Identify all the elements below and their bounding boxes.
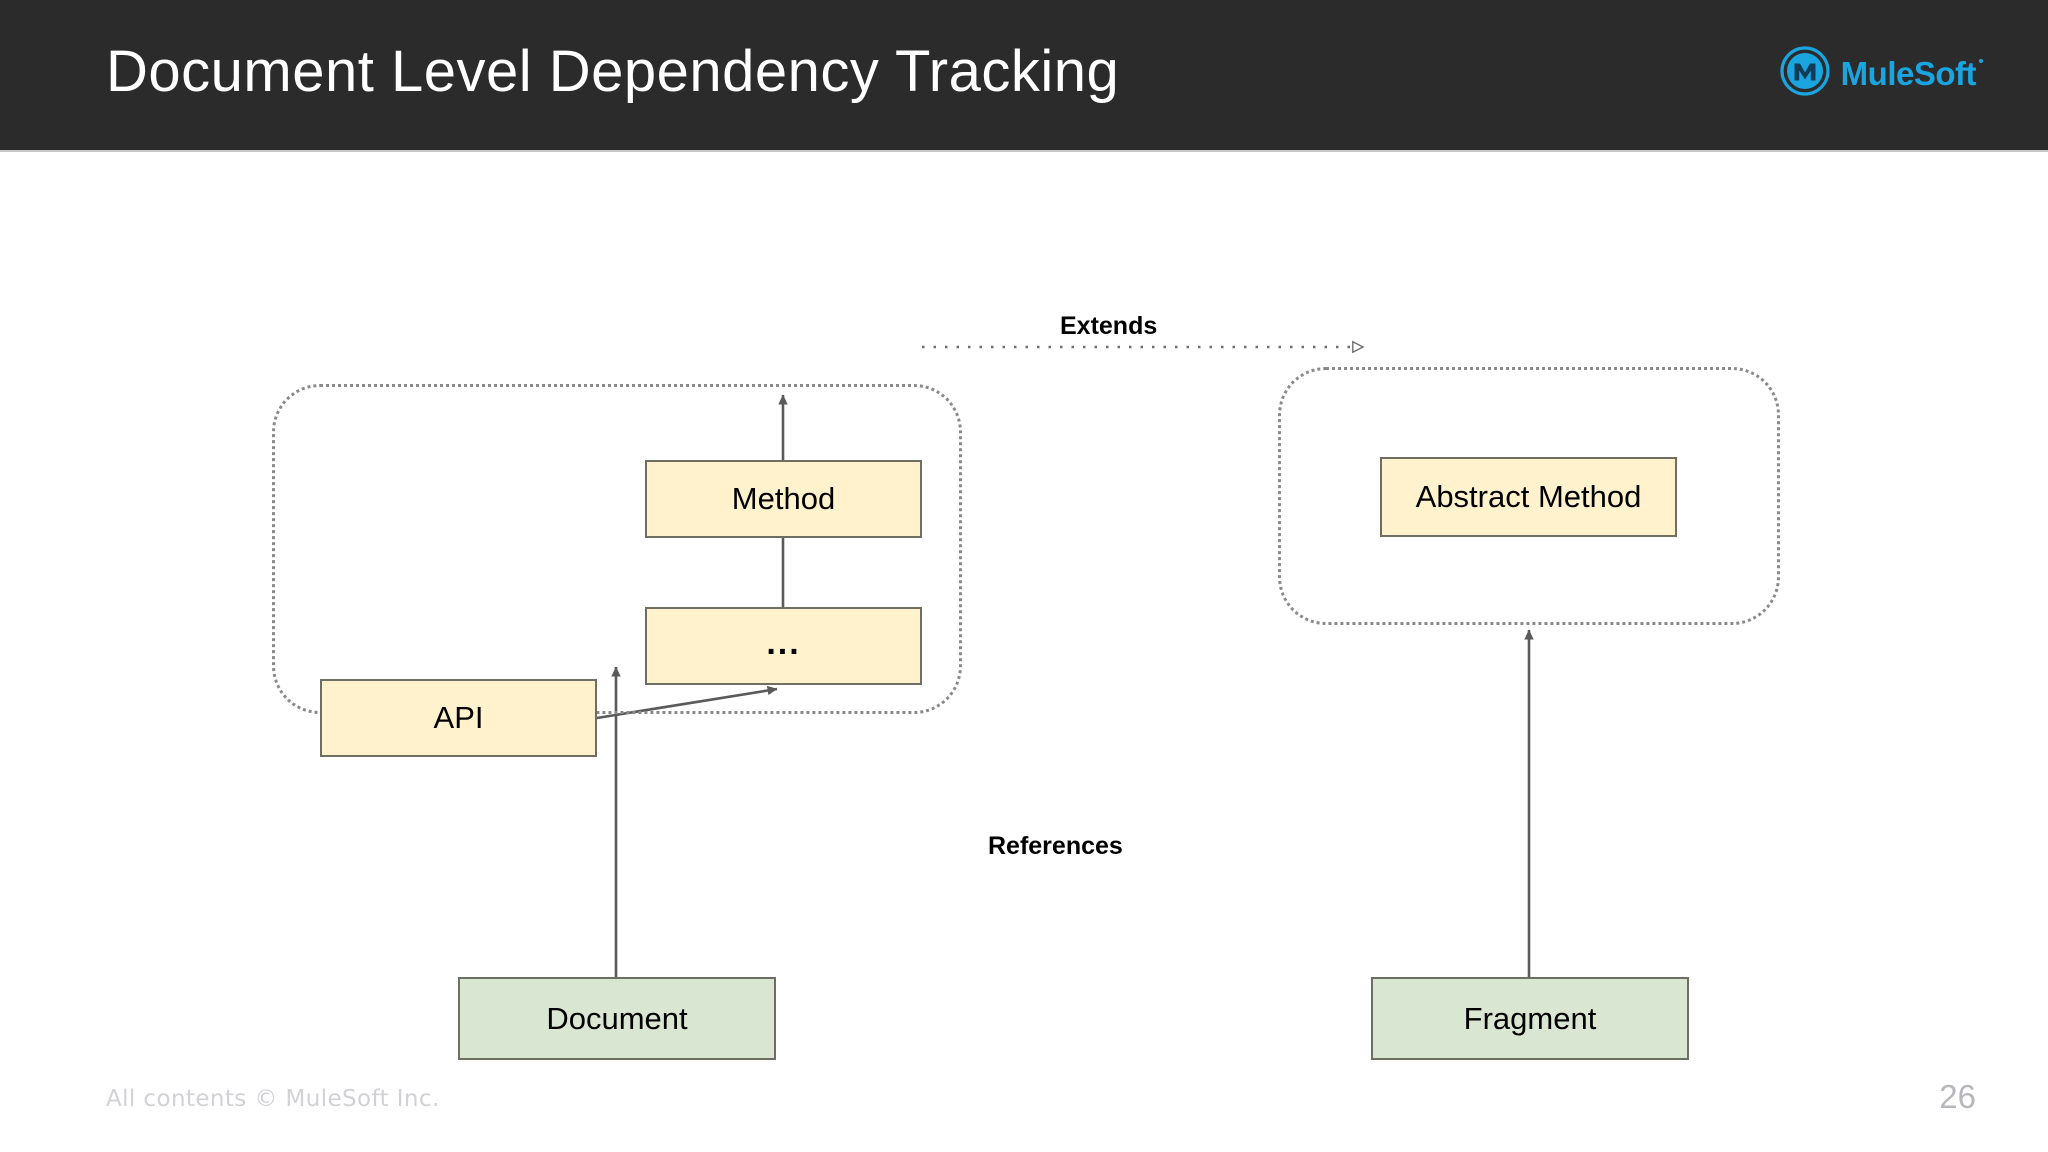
node-ellipsis[interactable]: ... xyxy=(645,607,922,685)
group-api-document xyxy=(272,384,962,714)
slide-header: Document Level Dependency Tracking MuleS… xyxy=(0,0,2048,152)
page-title: Document Level Dependency Tracking xyxy=(106,39,1120,104)
node-fragment[interactable]: Fragment xyxy=(1371,977,1689,1060)
mulesoft-m-circle-icon xyxy=(1779,45,1831,102)
group-fragment-document xyxy=(1278,367,1780,625)
mulesoft-wordmark: MuleSoft xyxy=(1840,55,1984,92)
node-abstract-method[interactable]: Abstract Method xyxy=(1380,457,1677,537)
diagram-canvas: Abstract Method : "Extends" (dotted, hol… xyxy=(0,152,2048,1060)
mulesoft-logo: MuleSoft xyxy=(1779,45,1984,102)
page-number: 26 xyxy=(1939,1078,1976,1115)
edge-label-extends: Extends xyxy=(1060,312,1158,340)
node-api[interactable]: API xyxy=(320,679,597,757)
node-document[interactable]: Document xyxy=(458,977,776,1060)
node-method[interactable]: Method xyxy=(645,460,922,538)
edge-label-references: References xyxy=(988,832,1123,860)
footer-copyright: All contents © MuleSoft Inc. xyxy=(106,1086,440,1112)
